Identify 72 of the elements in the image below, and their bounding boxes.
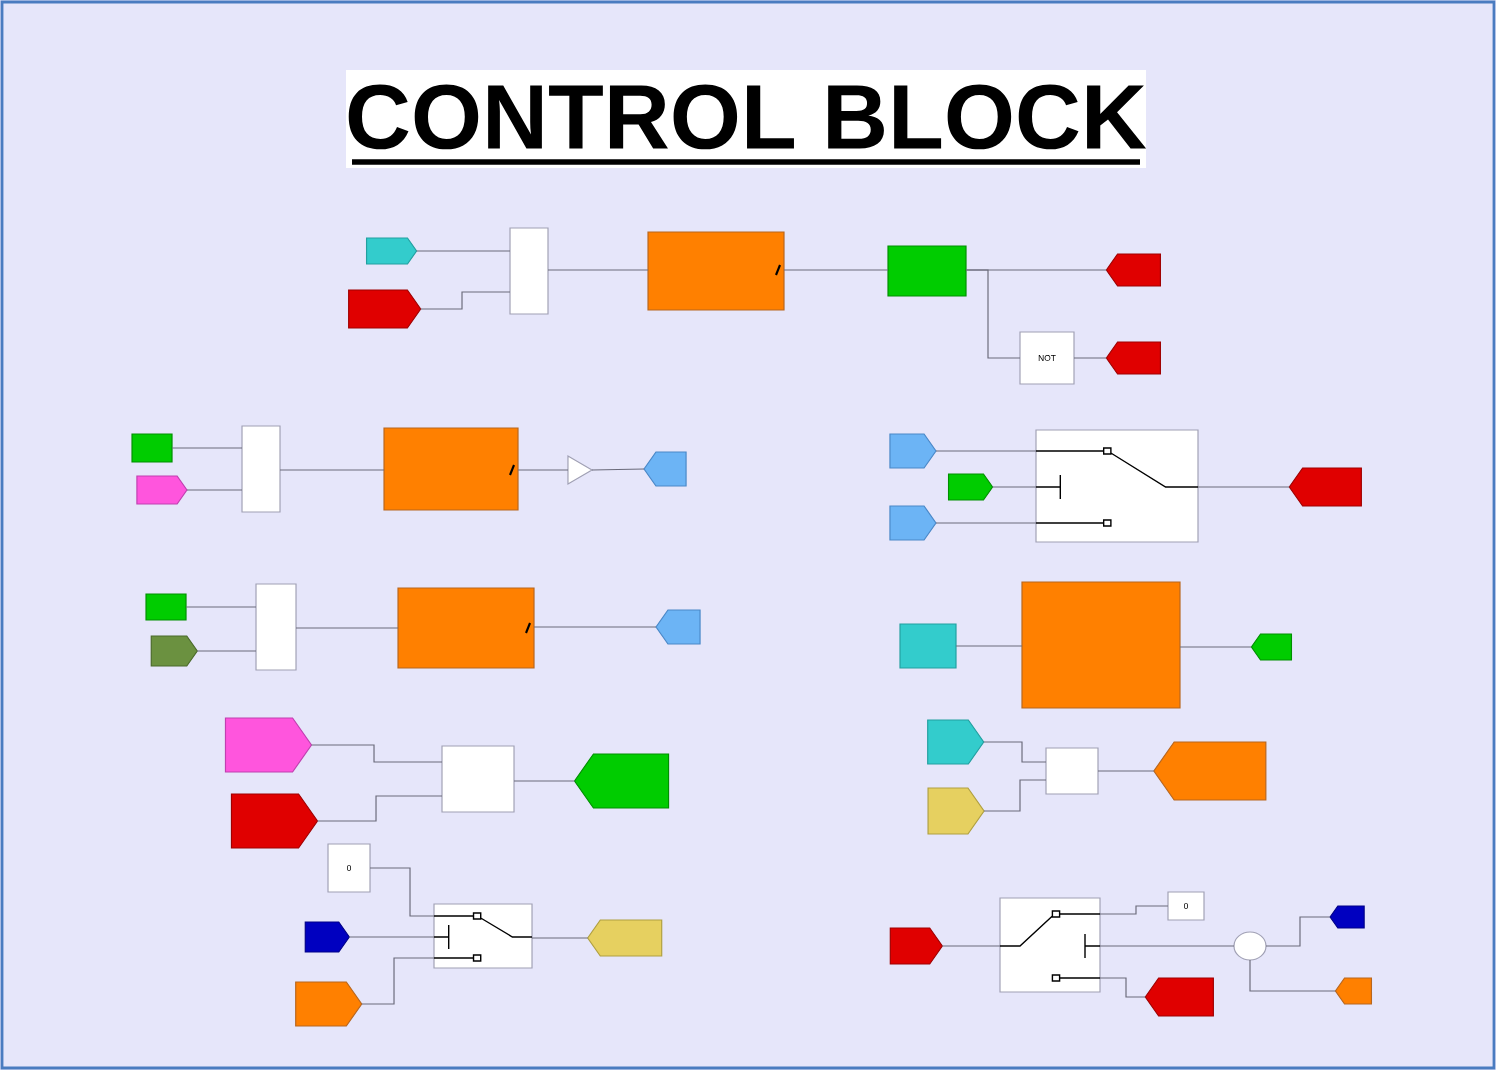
mux-block (241, 425, 281, 513)
sum-circle (1233, 931, 1267, 961)
connector (965, 269, 1021, 359)
source-block (145, 593, 187, 621)
connector (1249, 959, 1337, 992)
tag-block (348, 289, 422, 329)
tag-block (150, 635, 198, 667)
switch-block (433, 903, 533, 969)
subsystem-block (383, 427, 519, 511)
connector (310, 744, 443, 763)
connector (416, 250, 511, 252)
connector (941, 945, 1001, 947)
connector (547, 269, 649, 271)
tag-block (365, 237, 418, 265)
connector (517, 469, 569, 471)
connector (420, 291, 511, 310)
tag-block (295, 981, 363, 1027)
connector (295, 627, 399, 629)
connector (186, 489, 243, 491)
block (887, 245, 967, 297)
subsystem-block (647, 231, 785, 311)
connector (171, 447, 243, 449)
title: CONTROL BLOCK (346, 70, 1147, 168)
connector (935, 450, 1037, 452)
tag-block (947, 473, 994, 501)
connector (983, 779, 1047, 812)
connector (591, 468, 645, 471)
tag-block (224, 717, 313, 773)
switch-block (999, 897, 1101, 993)
tag-block (136, 475, 188, 505)
connector (369, 867, 435, 917)
tag-block (643, 451, 687, 487)
tag-block (927, 787, 985, 835)
connector (1097, 770, 1155, 772)
tag-block (889, 927, 944, 965)
connector (513, 780, 576, 782)
source-block (899, 623, 957, 669)
connector (783, 269, 889, 271)
connector (316, 795, 443, 822)
tag-block (587, 919, 663, 957)
connector (185, 606, 257, 608)
connector (1099, 945, 1235, 947)
connector (1265, 916, 1331, 947)
source-block (131, 433, 173, 463)
connector (361, 957, 435, 1005)
tag-block (304, 921, 350, 953)
connector (955, 645, 1023, 647)
tag-block (1144, 977, 1214, 1017)
connector (196, 650, 257, 652)
connector (533, 626, 657, 628)
tag-block (889, 433, 937, 469)
connector (1179, 646, 1253, 648)
mux-block (509, 227, 549, 315)
connector (1099, 905, 1169, 915)
mux-block (255, 583, 297, 671)
subsystem-block (1021, 581, 1181, 709)
connector (1073, 357, 1107, 359)
tag-block (889, 505, 937, 541)
connector (1197, 486, 1290, 488)
block (441, 745, 515, 813)
subsystem-block (397, 587, 535, 669)
tag-block (1153, 741, 1267, 801)
block (1045, 747, 1099, 795)
tag-block (230, 793, 319, 849)
connector (991, 486, 1037, 488)
connector (531, 937, 589, 939)
connector (983, 741, 1047, 763)
connector (348, 936, 435, 938)
connector (1099, 977, 1146, 998)
connector (935, 522, 1037, 524)
connector (279, 469, 385, 471)
switch-block (1035, 429, 1199, 543)
